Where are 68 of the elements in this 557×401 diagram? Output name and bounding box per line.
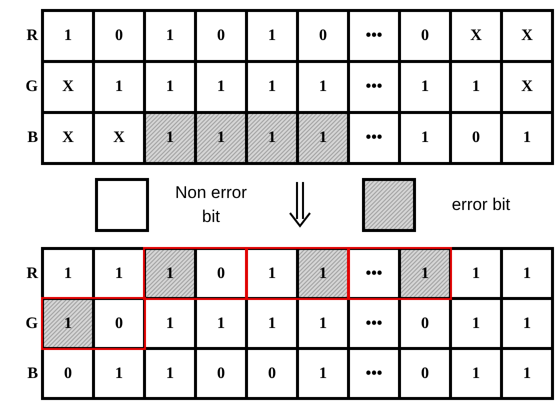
shaded-grid-cell: 1 [248, 114, 296, 162]
grid-cell: 1 [503, 114, 551, 162]
row-label: G [24, 316, 38, 332]
grid-cell: 1 [197, 300, 245, 347]
grid-cell: 0 [401, 350, 449, 397]
grid-cell: 0 [44, 350, 92, 397]
grid-cell: X [44, 63, 92, 111]
grid-cell: 1 [95, 63, 143, 111]
grid-cell: ••• [350, 350, 398, 397]
grid-cell: 0 [299, 12, 347, 60]
shaded-grid-cell: 1 [299, 250, 347, 297]
grid-cell: 0 [197, 350, 245, 397]
shaded-grid-cell: 1 [44, 300, 92, 347]
grid-cell: 0 [248, 350, 296, 397]
grid-cell: 1 [146, 300, 194, 347]
legend-text: error bit [450, 194, 512, 216]
row-label: G [24, 79, 38, 95]
grid-cell: 1 [452, 63, 500, 111]
grid-cell: 1 [248, 250, 296, 297]
grid-cell: X [95, 114, 143, 162]
grid-cell: 0 [197, 12, 245, 60]
grid-cell: 0 [452, 114, 500, 162]
grid-cell: 1 [503, 300, 551, 347]
grid-cell: X [452, 12, 500, 60]
grid-cell: 1 [197, 63, 245, 111]
grid-cell: 0 [401, 12, 449, 60]
grid-cell: 1 [452, 250, 500, 297]
grid-cell: 1 [44, 250, 92, 297]
grid-cell: 0 [95, 12, 143, 60]
shaded-grid-cell: 1 [197, 114, 245, 162]
grid-cell: 1 [299, 350, 347, 397]
legend-text: Non error bit [174, 182, 248, 228]
grid-cell: 1 [401, 114, 449, 162]
row-label: R [25, 266, 38, 282]
grid-cell: ••• [350, 114, 398, 162]
grid-cell: X [503, 63, 551, 111]
grid-cell: 1 [503, 250, 551, 297]
grid-cell: 1 [299, 300, 347, 347]
grid-cell: 1 [44, 12, 92, 60]
grid-cell: 1 [146, 12, 194, 60]
row-label: B [26, 366, 38, 382]
grid-cell: 1 [95, 250, 143, 297]
shaded-grid-cell: 1 [146, 250, 194, 297]
shaded-grid-cell: 1 [299, 114, 347, 162]
grid-cell: 1 [299, 63, 347, 111]
grid-cell: ••• [350, 300, 398, 347]
grid-cell: 1 [248, 63, 296, 111]
row-label: R [25, 28, 38, 44]
row-label: B [26, 130, 38, 146]
grid-cell: 1 [146, 350, 194, 397]
grid-cell: 1 [503, 350, 551, 397]
shaded-grid-cell: 1 [146, 114, 194, 162]
grid-cell: ••• [350, 63, 398, 111]
grid-cell: 0 [197, 250, 245, 297]
grid-cell: ••• [350, 12, 398, 60]
grid-cell: 0 [95, 300, 143, 347]
grid-cell: 1 [452, 300, 500, 347]
grid-cell: 0 [401, 300, 449, 347]
grid-cell: 1 [452, 350, 500, 397]
grid-cell: 1 [95, 350, 143, 397]
grid-cell: 1 [401, 63, 449, 111]
grid-cell: 1 [146, 63, 194, 111]
grid-cell: 1 [248, 300, 296, 347]
grid-cell: X [503, 12, 551, 60]
grid-cell: ••• [350, 250, 398, 297]
grid-cell: 1 [248, 12, 296, 60]
shaded-grid-cell: 1 [401, 250, 449, 297]
grid-cell: X [44, 114, 92, 162]
